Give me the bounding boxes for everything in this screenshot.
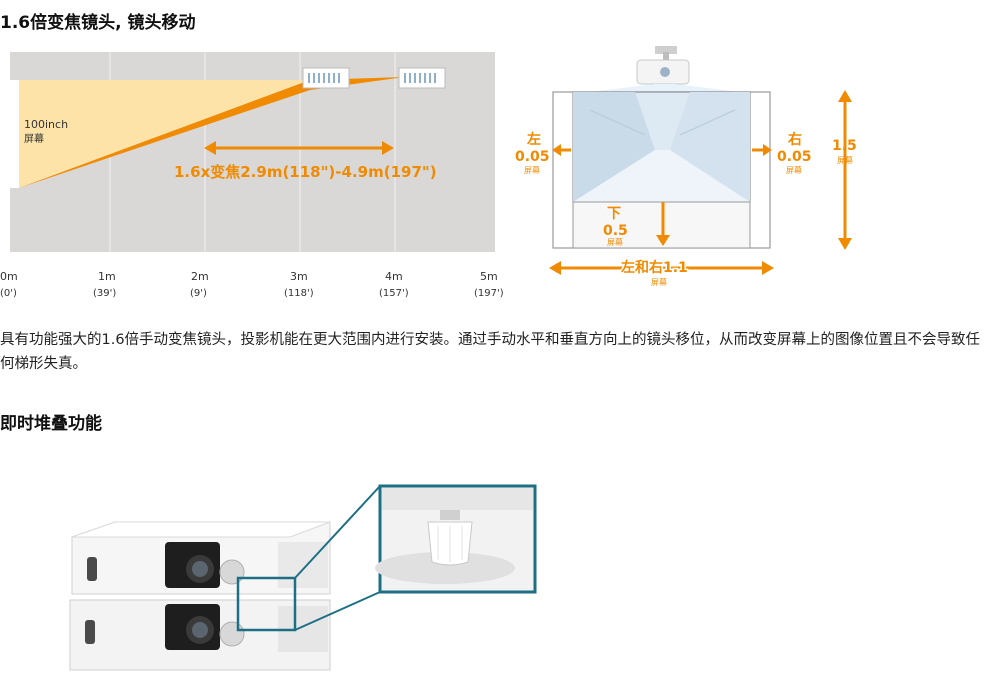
down-shift-dir: 下: [607, 206, 621, 222]
zoom-bottom-surface: [375, 552, 515, 584]
height-unit: 屏幕: [837, 155, 853, 165]
arrow-down-icon: [838, 238, 852, 250]
projector-beam: [590, 84, 740, 92]
left-shift-dir: 左: [526, 131, 541, 148]
tick-label-m: 2m: [191, 270, 209, 283]
street: [573, 150, 750, 202]
right-shift-value: 0.05: [777, 149, 812, 165]
callout-line: [294, 591, 381, 631]
arrow-right-icon: [763, 144, 772, 156]
tick-label-ft: (0'): [0, 288, 17, 299]
projector-near-icon: [302, 67, 350, 89]
screen-size-label: 100inch: [24, 118, 68, 131]
arrow-up-icon: [838, 90, 852, 102]
perspective-line: [589, 109, 646, 136]
projector-bottom-icon: [69, 599, 331, 671]
section-title-stacking: 即时堆叠功能: [0, 414, 102, 434]
screen-label: 屏幕: [24, 132, 44, 145]
projection-screen: [10, 80, 19, 188]
arrow-left-icon: [552, 144, 561, 156]
width-label: 左和右1.1: [620, 259, 688, 276]
building-left: [573, 92, 655, 202]
ceiling-projector-icon: [636, 46, 690, 85]
tick-label-m: 4m: [385, 270, 403, 283]
lens-description: 具有功能强大的1.6倍手动变焦镜头，投影机能在更大范围内进行安装。通过手动水平和…: [0, 332, 981, 372]
building-right: [670, 92, 750, 202]
tick-label-m: 1m: [98, 270, 116, 283]
arrow-down-icon: [656, 235, 670, 246]
width-unit: 屏幕: [651, 277, 667, 287]
tick-label-ft: (197'): [474, 288, 504, 299]
right-shift-unit: 屏幕: [786, 165, 802, 175]
tick-label-ft: (39'): [93, 288, 116, 299]
lens-shift-diagram: 左 0.05 屏幕 右 0.05 屏幕 1.5 屏幕 下 0.5 屏幕 左和右1…: [515, 46, 857, 287]
section-title-zoom: 1.6倍变焦镜头, 镜头移动: [0, 13, 196, 33]
left-shift-value: 0.05: [515, 149, 550, 165]
tick-label-m: 5m: [480, 270, 498, 283]
zoom-range-label: 1.6x变焦2.9m(118")-4.9m(197"): [174, 163, 437, 181]
height-value: 1.5: [832, 138, 857, 154]
perspective-line: [679, 109, 736, 136]
arrow-right-icon: [382, 141, 394, 155]
arrow-left-icon: [549, 261, 561, 275]
stacked-projectors-image: [69, 484, 537, 671]
arrow-right-icon: [762, 261, 774, 275]
tick-label-ft: (118'): [284, 288, 314, 299]
callout-line: [294, 485, 381, 579]
tick-label-ft: (9'): [190, 288, 207, 299]
projector-top-icon: [71, 521, 331, 595]
tick-label-m: 3m: [290, 270, 308, 283]
foot-stem: [440, 510, 460, 520]
callout-box: [236, 576, 297, 632]
zoom-throw-diagram: 100inch 屏幕 1.6x变焦2.9m(118")-4.9m(197") 0…: [0, 52, 504, 299]
down-shift-value: 0.5: [603, 223, 628, 239]
down-shift-unit: 屏幕: [607, 237, 623, 247]
arrow-left-icon: [204, 141, 216, 155]
zoom-top-surface: [382, 488, 533, 510]
tick-label-ft: (157'): [379, 288, 409, 299]
tick-label-m: 0m: [0, 270, 18, 283]
left-shift-unit: 屏幕: [524, 165, 540, 175]
projector-far-icon: [398, 67, 446, 89]
right-shift-dir: 右: [787, 131, 802, 148]
